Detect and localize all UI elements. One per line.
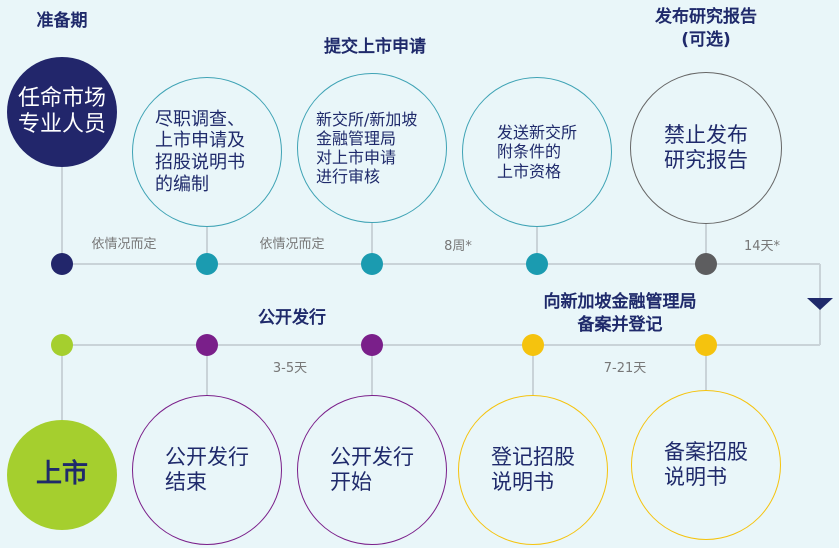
milestone-dot bbox=[522, 334, 544, 356]
step-label: 发送新交所 附条件的 上市资格 bbox=[496, 123, 577, 181]
step-label: 尽职调查、 上市申请及 招股说明书 的编制 bbox=[155, 108, 245, 195]
step-label: 公开发行 结束 bbox=[165, 444, 249, 494]
step-label: 任命市场 专业人员 bbox=[17, 85, 106, 137]
step-label: 备案招股 说明书 bbox=[664, 439, 748, 489]
step-research-ban: 禁止发布 研究报告 bbox=[630, 72, 782, 224]
milestone-dot bbox=[196, 253, 218, 275]
step-label: 公开发行 开始 bbox=[330, 444, 414, 494]
step-label: 新交所/新加坡 金融管理局 对上市申请 进行审核 bbox=[316, 109, 418, 187]
step-label: 上市 bbox=[35, 459, 88, 490]
duration-label: 3-5天 bbox=[272, 361, 308, 376]
heading-prep: 准备期 bbox=[36, 11, 88, 31]
heading-register: 向新加坡金融管理局 备案并登记 bbox=[543, 292, 697, 335]
arrow-down-icon bbox=[807, 298, 833, 310]
step-offering-open: 公开发行 开始 bbox=[297, 395, 447, 545]
milestone-dot bbox=[361, 253, 383, 275]
duration-label: 7-21天 bbox=[603, 361, 647, 376]
milestone-dot bbox=[361, 334, 383, 356]
duration-label: 14天* bbox=[743, 239, 781, 254]
step-label: 禁止发布 研究报告 bbox=[664, 122, 748, 172]
milestone-dot bbox=[51, 334, 73, 356]
step-label: 登记招股 说明书 bbox=[491, 444, 575, 494]
milestone-dot bbox=[51, 253, 73, 275]
duration-label: 依情况而定 bbox=[259, 237, 325, 252]
milestone-dot bbox=[196, 334, 218, 356]
heading-research: 发布研究报告 (可选) bbox=[655, 7, 757, 50]
step-conditional-eligibility: 发送新交所 附条件的 上市资格 bbox=[462, 77, 612, 227]
duration-label: 8周* bbox=[444, 239, 472, 254]
heading-offering: 公开发行 bbox=[258, 308, 326, 328]
step-review: 新交所/新加坡 金融管理局 对上市申请 进行审核 bbox=[297, 73, 447, 223]
milestone-dot bbox=[695, 253, 717, 275]
step-register-prospectus: 登记招股 说明书 bbox=[458, 395, 608, 545]
step-lodge-prospectus: 备案招股 说明书 bbox=[631, 390, 781, 540]
step-appoint-professionals: 任命市场 专业人员 bbox=[7, 57, 117, 167]
step-due-diligence: 尽职调查、 上市申请及 招股说明书 的编制 bbox=[132, 77, 282, 227]
step-listing: 上市 bbox=[7, 420, 117, 530]
step-offering-close: 公开发行 结束 bbox=[132, 395, 282, 545]
heading-submit: 提交上市申请 bbox=[324, 37, 426, 57]
milestone-dot bbox=[526, 253, 548, 275]
duration-label: 依情况而定 bbox=[91, 237, 157, 252]
milestone-dot bbox=[695, 334, 717, 356]
